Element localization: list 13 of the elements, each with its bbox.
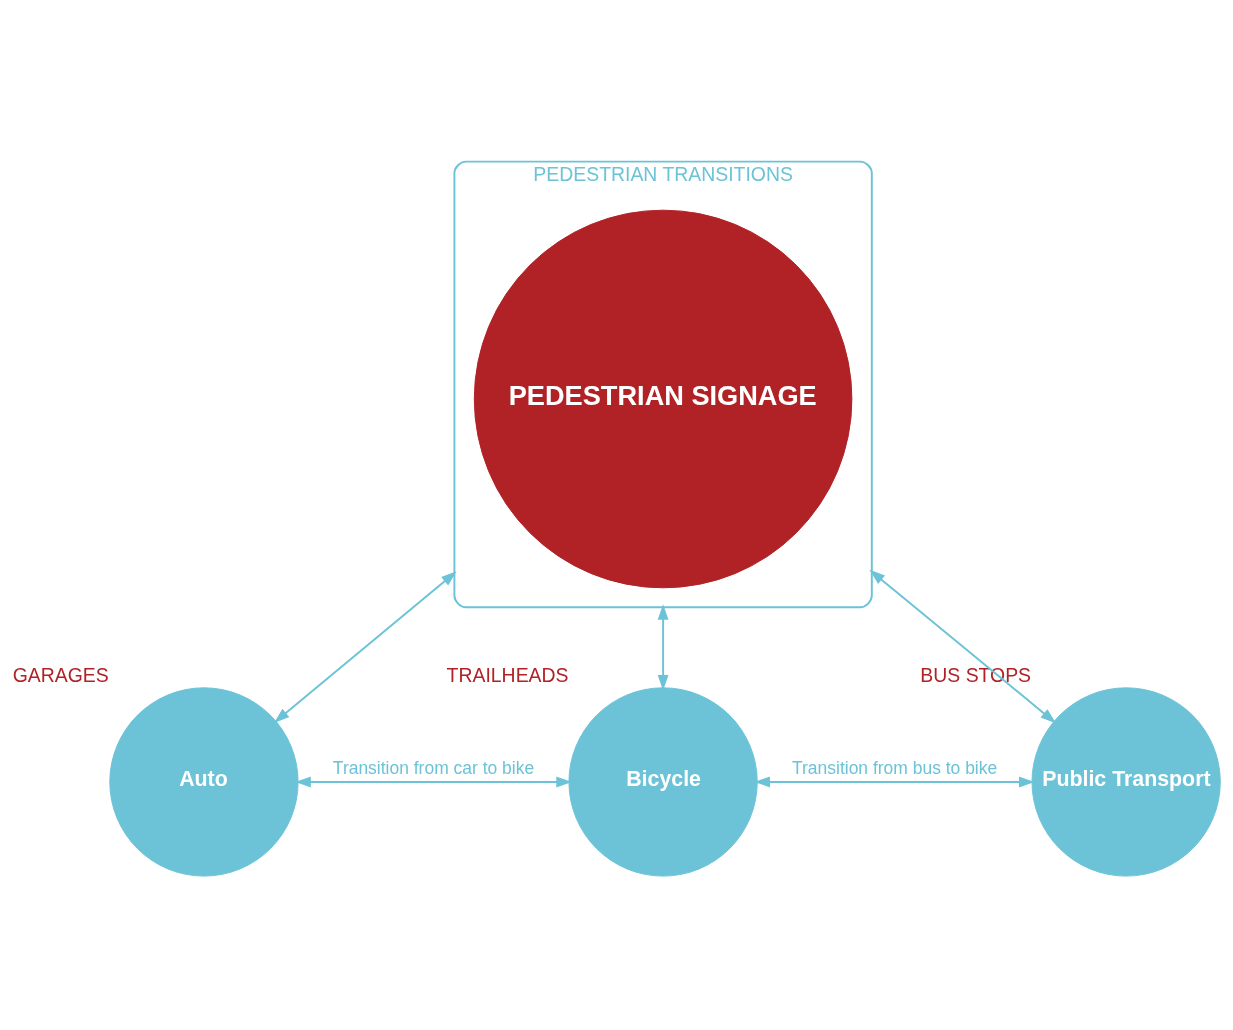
node-circle: Public Transport	[1031, 687, 1221, 877]
arrow	[869, 569, 1056, 724]
edge-label: Transition from car to bike	[332, 757, 535, 778]
node-label: GARAGES	[12, 663, 109, 686]
arrow	[273, 571, 457, 723]
node-circle: PEDESTRIAN SIGNAGE	[473, 209, 853, 589]
arrow	[657, 604, 669, 691]
node-label: TRAILHEADS	[446, 663, 569, 686]
arrow	[754, 776, 1035, 788]
node-circle: Bicycle	[568, 687, 758, 877]
node-circle: Auto	[109, 687, 299, 877]
arrow	[295, 776, 572, 788]
edge-label: Transition from bus to bike	[792, 757, 998, 778]
